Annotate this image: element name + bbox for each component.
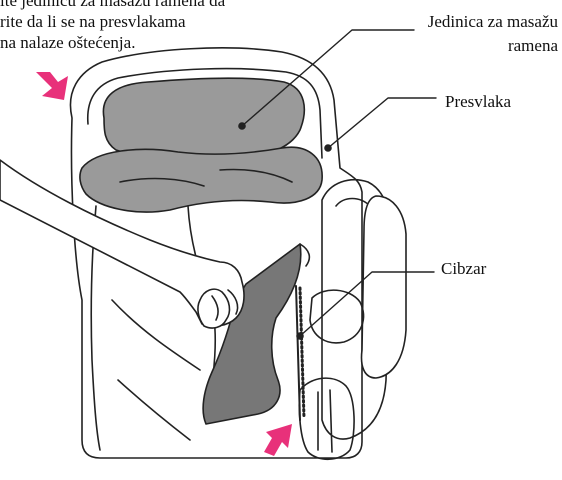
round-pad bbox=[310, 290, 363, 343]
instruction-line: ite jedinicu za masažu ramena da bbox=[0, 0, 225, 10]
arrow-icon bbox=[264, 424, 292, 456]
label-massage-unit: ramena bbox=[508, 36, 558, 55]
lower-handle bbox=[299, 378, 354, 459]
instruction-line: rite da li se na presvlakama bbox=[0, 12, 186, 31]
leader-dot bbox=[297, 333, 303, 339]
leader-dot bbox=[239, 123, 245, 129]
leader-dot bbox=[325, 145, 331, 151]
leader-line-cover bbox=[328, 98, 436, 148]
arrow-icon bbox=[36, 72, 68, 100]
label-cover: Presvlaka bbox=[445, 92, 511, 111]
instruction-line: na nalaze oštećenja. bbox=[0, 33, 135, 52]
hand-fingers bbox=[198, 289, 230, 328]
side-cushion bbox=[362, 196, 406, 378]
label-massage-unit: Jedinica za masažu bbox=[428, 12, 558, 31]
label-zipper: Cibzar bbox=[441, 259, 486, 278]
cover-body-seam bbox=[118, 380, 190, 440]
zipper-teeth bbox=[300, 288, 304, 418]
handle-ribs bbox=[318, 390, 332, 452]
cover-body-seam bbox=[112, 300, 200, 370]
head-pad bbox=[103, 78, 304, 160]
